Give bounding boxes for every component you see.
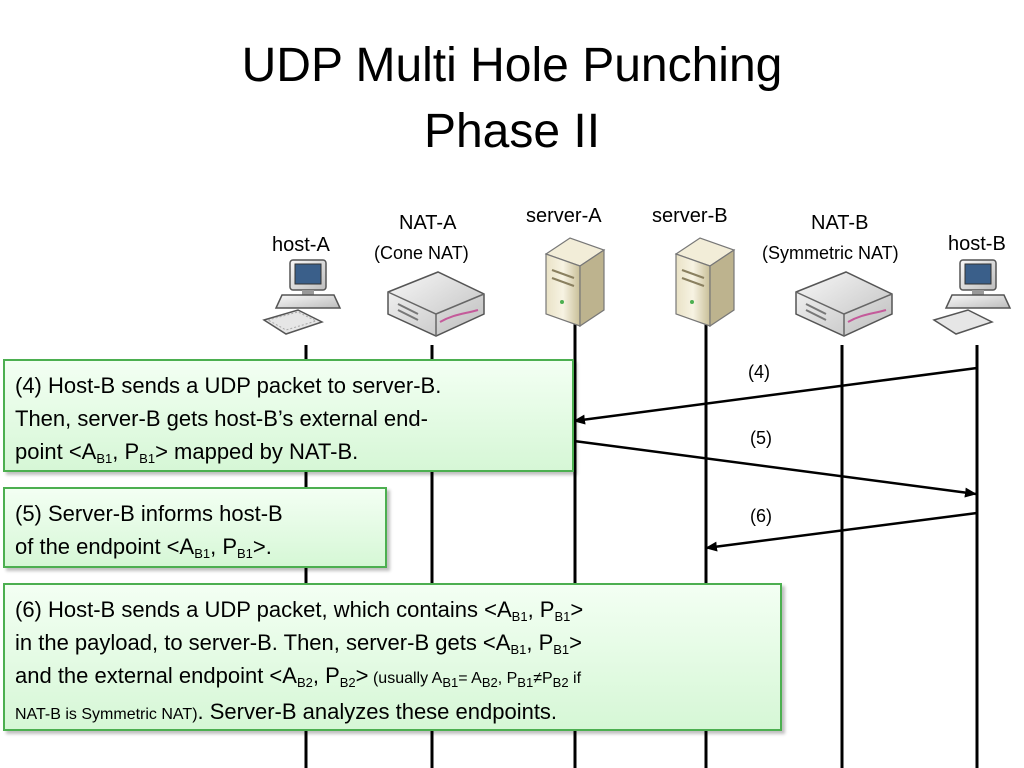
step-4-description-box: (4) Host-B sends a UDP packet to server-…: [3, 359, 574, 472]
nat-b-label: NAT-B: [811, 212, 869, 234]
step-4-label: (4): [748, 362, 770, 382]
host-a-label: host-A: [272, 234, 330, 256]
server-a-label: server-A: [526, 205, 602, 227]
host-b-label: host-B: [948, 233, 1006, 255]
slide-title-line1: UDP Multi Hole Punching: [241, 39, 783, 92]
box6-line3: and the external endpoint <AB2, PB2> (us…: [15, 663, 582, 690]
nat-b-type-label: (Symmetric NAT): [762, 243, 899, 263]
box6-note: (usually AB1= AB2, PB1≠PB2 if: [368, 670, 582, 690]
computer-icon-host-a: [262, 259, 342, 335]
box6-line2: in the payload, to server-B. Then, serve…: [15, 630, 583, 657]
box4-line2: Then, server-B gets host-B’s external en…: [15, 406, 428, 431]
arrow-step-4: [573, 366, 978, 425]
arrow-step-6: [705, 511, 978, 552]
server-icon-server-a: [544, 237, 606, 328]
box6-line4: NAT-B is Symmetric NAT). Server-B analyz…: [15, 699, 558, 724]
server-icon-server-b: [674, 237, 736, 328]
box6-line1: (6) Host-B sends a UDP packet, which con…: [15, 597, 584, 624]
step-6-description-box: (6) Host-B sends a UDP packet, which con…: [3, 583, 782, 731]
box5-line2: of the endpoint <AB1, PB1>.: [15, 534, 272, 561]
arrow-step-5: [573, 439, 977, 498]
step-5-description-box: (5) Server-B informs host-B of the endpo…: [3, 487, 387, 568]
computer-icon-host-b: [932, 259, 1012, 335]
nat-a-label: NAT-A: [399, 212, 457, 234]
step-5-label: (5): [750, 428, 772, 448]
nat-a-type-label: (Cone NAT): [374, 243, 469, 263]
box5-line1: (5) Server-B informs host-B: [15, 501, 283, 526]
server-b-label: server-B: [652, 205, 728, 227]
router-icon-nat-a: [387, 271, 485, 337]
box4-line1: (4) Host-B sends a UDP packet to server-…: [15, 373, 442, 398]
slide-title-line2: Phase II: [423, 105, 601, 158]
step-6-label: (6): [750, 506, 772, 526]
router-icon-nat-b: [795, 271, 893, 337]
box4-line3: point <AB1, PB1> mapped by NAT-B.: [15, 439, 359, 466]
